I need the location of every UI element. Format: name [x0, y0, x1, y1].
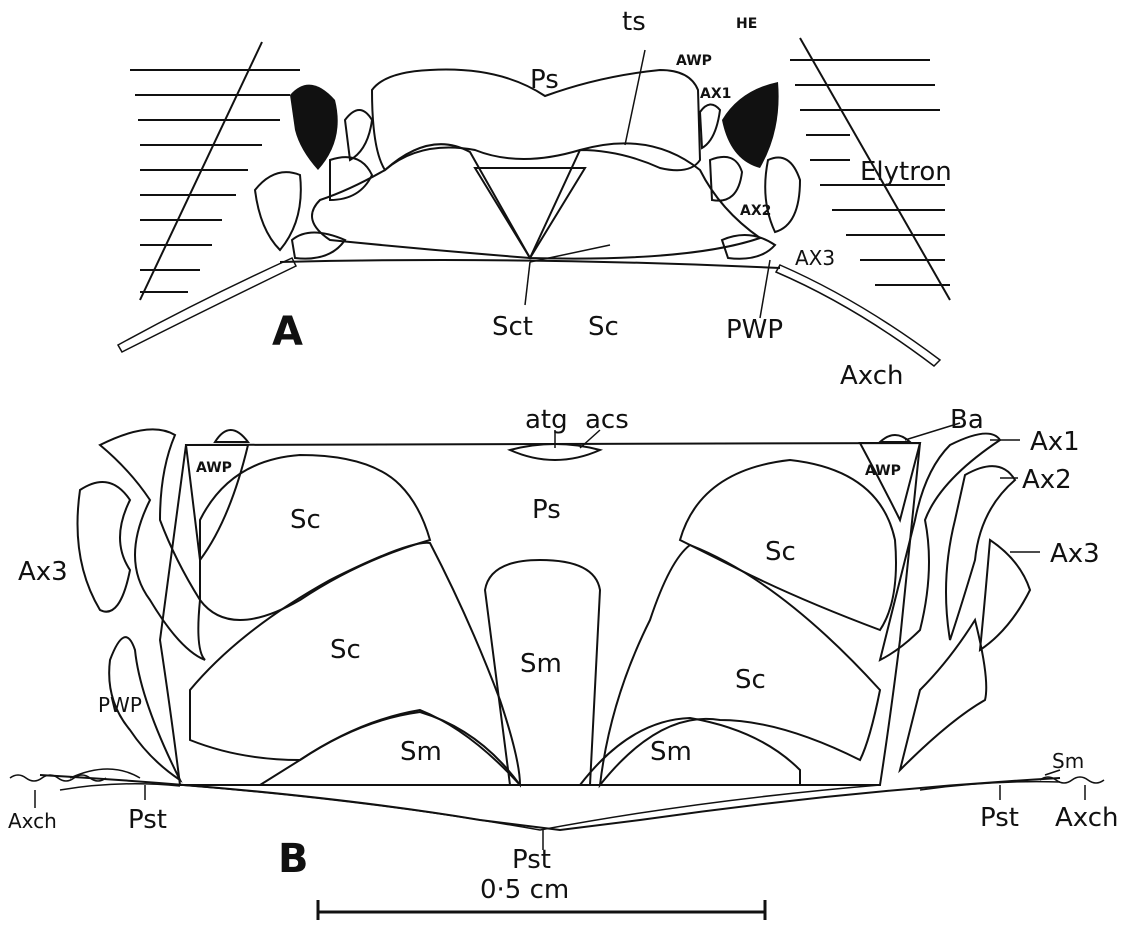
label-sm-right-b: Sm	[650, 737, 692, 767]
left-elytron-hatch	[130, 42, 300, 300]
label-pst-center-b: Pst	[512, 845, 551, 875]
figure-b: B atg acs Ba Ax1 Ax2 Ax3 Ax3 AWP AWP Ps …	[8, 405, 1119, 882]
label-ax3-left-b: Ax3	[18, 557, 68, 587]
label-pst-left-b: Pst	[128, 805, 167, 835]
postnotum-b	[40, 775, 1060, 830]
label-axch-left-b: Axch	[8, 809, 57, 833]
ax3-right-b	[980, 540, 1030, 650]
label-ax3-a: AX3	[795, 246, 835, 270]
panel-label-b: B	[278, 836, 309, 882]
label-sm-left-b: Sm	[400, 737, 442, 767]
label-axch-a: Axch	[840, 361, 904, 391]
label-pst-right-b: Pst	[980, 803, 1019, 833]
left-axch-a	[118, 258, 296, 352]
left-ax-a	[345, 110, 372, 160]
basalare-left-b	[215, 430, 248, 442]
label-axch-right-b: Axch	[1055, 803, 1119, 833]
label-ax1-b: Ax1	[1030, 427, 1080, 457]
panel-label-a: A	[272, 309, 303, 355]
label-sct-a: Sct	[492, 312, 533, 342]
label-he-a: HE	[736, 16, 757, 32]
left-pwp-a	[292, 233, 345, 259]
pwp-right-b	[900, 620, 986, 770]
label-sm-edge-b: Sm	[1052, 749, 1084, 773]
label-acs-b: acs	[585, 405, 629, 435]
label-ps-a: Ps	[530, 65, 559, 95]
label-ts-a: ts	[622, 7, 646, 37]
label-sm-center-b: Sm	[520, 649, 562, 679]
label-awp-right-b: AWP	[865, 463, 901, 479]
right-ax3-a	[765, 158, 800, 233]
scale-bar-label: 0·5 cm	[480, 875, 569, 905]
label-ax2-a: AX2	[740, 203, 771, 219]
label-sc-lr-b: Sc	[735, 665, 766, 695]
left-he-a	[290, 85, 338, 170]
right-axch-a	[776, 265, 940, 366]
label-pwp-a: PWP	[726, 315, 783, 345]
label-pwp-b: PWP	[98, 693, 142, 717]
right-ax1-a	[700, 104, 720, 148]
label-atg-b: atg	[525, 405, 568, 435]
scutum-upper-left-b	[200, 455, 430, 620]
label-sc-a: Sc	[588, 312, 619, 342]
label-ax2-b: Ax2	[1022, 465, 1072, 495]
ax3-left-b	[78, 482, 131, 612]
label-sc-ll-b: Sc	[330, 635, 361, 665]
label-ps-b: Ps	[532, 495, 561, 525]
basalare-right-b	[880, 435, 910, 442]
label-ax3-right-b: Ax3	[1050, 539, 1100, 569]
label-ax1-a: AX1	[700, 86, 731, 102]
label-sc-ul-b: Sc	[290, 505, 321, 535]
label-awp-a: AWP	[676, 53, 712, 69]
ax2-right-b	[946, 466, 1015, 640]
scutellum-a	[475, 168, 585, 258]
scale-bar: 0·5 cm	[318, 875, 765, 920]
label-sc-ur-b: Sc	[765, 537, 796, 567]
label-awp-left-b: AWP	[196, 460, 232, 476]
awp-right-b	[860, 443, 920, 520]
label-ba-b: Ba	[950, 405, 984, 435]
figure-a: A Ps ts AWP HE AX1 AX2 AX3 Elytron Sct S…	[118, 7, 952, 391]
label-elytron: Elytron	[860, 157, 952, 187]
